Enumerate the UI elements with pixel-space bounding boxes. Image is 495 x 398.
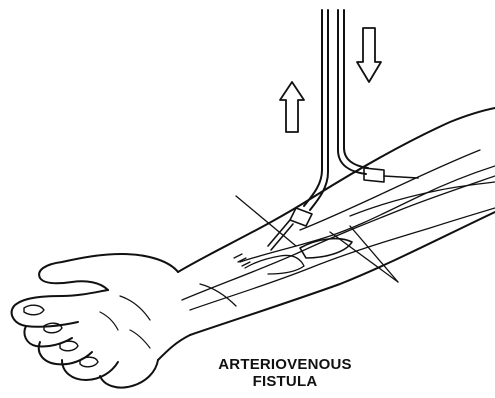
arrow-up-icon [280, 82, 304, 132]
forearm-lower-edge [190, 212, 495, 335]
forearm-upper-edge [178, 108, 495, 272]
needle-hub-venous [364, 168, 418, 182]
diagram-caption: ARTERIOVENOUS FISTULA [205, 356, 365, 390]
dialysis-tubing [304, 10, 368, 210]
forearm-veins [182, 150, 495, 310]
caption-line-1: ARTERIOVENOUS [205, 356, 365, 373]
arrow-down-icon [357, 28, 381, 82]
hand [12, 254, 190, 388]
caption-line-2: FISTULA [205, 373, 365, 390]
